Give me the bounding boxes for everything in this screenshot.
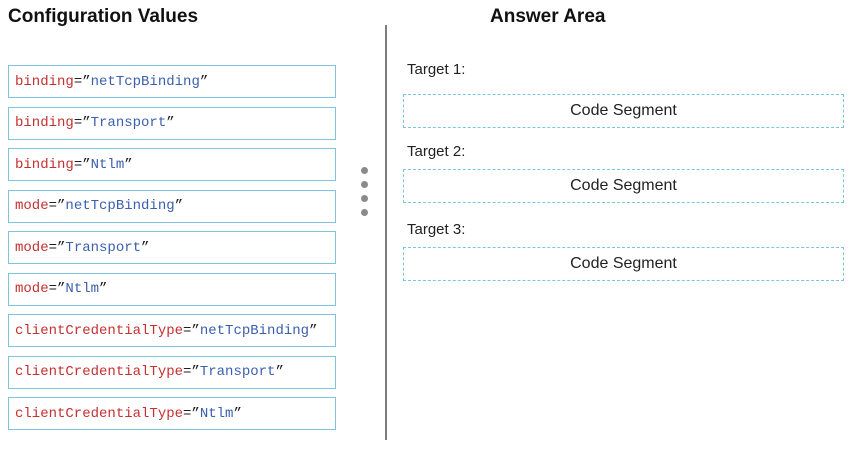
- target-2-label: Target 2:: [407, 143, 466, 160]
- answer-area-title: Answer Area: [490, 6, 606, 27]
- code-text: clientCredentialType=”netTcpBinding”: [15, 322, 318, 339]
- config-option-binding-ntlm[interactable]: binding=”Ntlm”: [8, 148, 336, 181]
- target-1-label: Target 1:: [407, 61, 466, 78]
- config-option-clientcredentialtype-nettcpbinding[interactable]: clientCredentialType=”netTcpBinding”: [8, 314, 336, 347]
- config-option-binding-nettcpbinding[interactable]: binding=”netTcpBinding”: [8, 65, 336, 98]
- target-3-drop-slot[interactable]: Code Segment: [403, 247, 844, 281]
- ellipsis-dot: [361, 209, 368, 216]
- config-option-mode-nettcpbinding[interactable]: mode=”netTcpBinding”: [8, 189, 336, 223]
- code-text: mode=”netTcpBinding”: [15, 198, 184, 214]
- ellipsis-dot: [361, 167, 368, 174]
- config-option-binding-transport[interactable]: binding=”Transport”: [8, 106, 336, 140]
- config-option-mode-transport[interactable]: mode=”Transport”: [8, 231, 336, 264]
- configuration-values-list: binding=”netTcpBinding” binding=”Transpo…: [8, 65, 336, 430]
- panel-divider: [385, 25, 387, 440]
- config-option-clientcredentialtype-transport[interactable]: clientCredentialType=”Transport”: [8, 355, 336, 389]
- config-option-mode-ntlm[interactable]: mode=”Ntlm”: [8, 272, 336, 306]
- code-text: binding=”Transport”: [15, 115, 175, 131]
- ellipsis-dot: [361, 181, 368, 188]
- target-3-label: Target 3:: [407, 221, 466, 238]
- target-2-drop-slot[interactable]: Code Segment: [403, 169, 844, 203]
- code-text: clientCredentialType=”Transport”: [15, 364, 284, 380]
- code-text: mode=”Ntlm”: [15, 281, 108, 297]
- code-text: binding=”netTcpBinding”: [15, 73, 209, 90]
- code-text: clientCredentialType=”Ntlm”: [15, 405, 242, 422]
- code-text: binding=”Ntlm”: [15, 156, 133, 173]
- ellipsis-dot: [361, 195, 368, 202]
- vertical-ellipsis-icon[interactable]: [361, 167, 368, 223]
- configuration-values-title: Configuration Values: [8, 6, 199, 27]
- code-text: mode=”Transport”: [15, 239, 150, 256]
- target-1-drop-slot[interactable]: Code Segment: [403, 94, 844, 128]
- config-option-clientcredentialtype-ntlm[interactable]: clientCredentialType=”Ntlm”: [8, 397, 336, 430]
